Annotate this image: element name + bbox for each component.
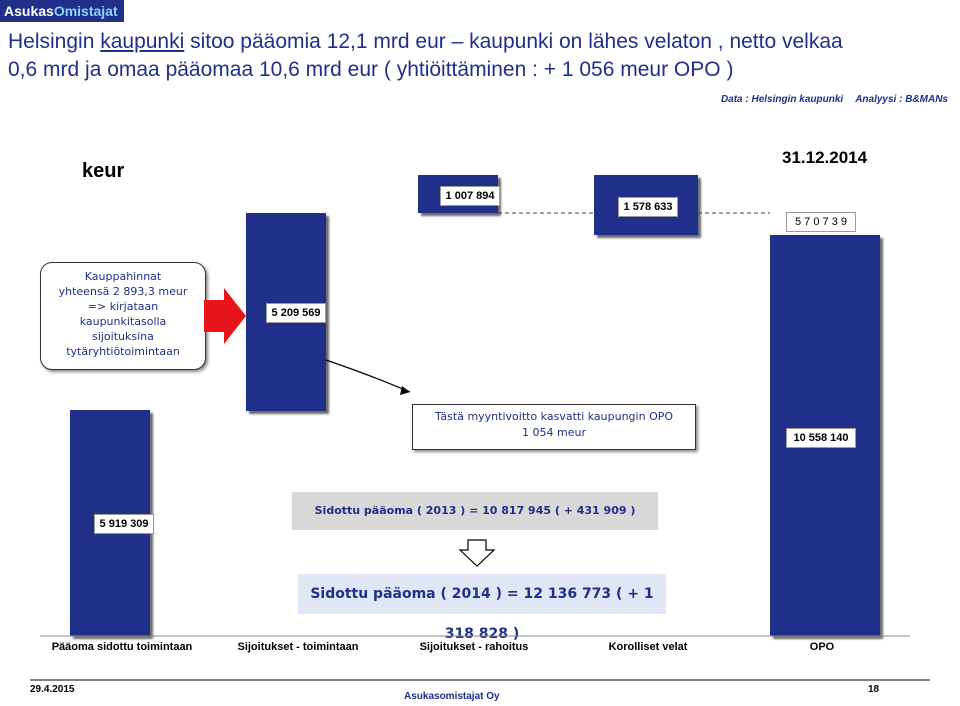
x-category-0: Pääoma sidottu toimintaan (51, 641, 193, 653)
callout-line: yhteensä 2 893,3 meur (58, 285, 188, 298)
footer-company: Asukasomistajat Oy (404, 691, 500, 702)
callout-kauppahinnat: Kauppahinnat yhteensä 2 893,3 meur => ki… (40, 262, 206, 370)
note-line2: 1 054 meur (522, 426, 586, 439)
red-arrow-icon (204, 288, 246, 344)
x-category-4: OPO (809, 641, 835, 653)
callout-line: Kauppahinnat (84, 270, 162, 283)
value-label-toimintaan: 5 209 569 (266, 303, 326, 323)
brand-logo: AsukasOmistajat (0, 0, 124, 22)
x-category-3: Korolliset velat (608, 641, 688, 653)
x-category-1: Sijoitukset - toimintaan (237, 641, 359, 653)
value-label-paaoma: 5 919 309 (94, 514, 154, 534)
x-category-2: Sijoitukset - rahoitus (419, 641, 529, 653)
brand-part2: Omistajat (53, 3, 118, 19)
note-myyntivoitto: Tästä myyntivoitto kasvatti kaupungin OP… (412, 404, 696, 450)
page-title: Helsingin kaupunki sitoo pääomia 12,1 mr… (8, 28, 948, 84)
brand-part1: Asukas (4, 3, 54, 19)
down-arrow-icon (458, 539, 496, 567)
title-line1-underlined: kaupunki (100, 30, 185, 53)
unit-label: keur (82, 160, 125, 182)
value-label-opo: 10 558 140 (786, 428, 856, 448)
chart-date: 31.12.2014 (782, 148, 868, 167)
footer-date: 29.4.2015 (30, 684, 75, 695)
title-line2: 0,6 mrd ja omaa pääomaa 10,6 mrd eur ( y… (8, 58, 734, 81)
value-label-opo-top: 5 7 0 7 3 9 (786, 212, 856, 232)
callout-line: tytäryhtiötoimintaan (66, 345, 180, 358)
title-line1-pre: Helsingin (8, 30, 101, 53)
box-sidottu-2014: Sidottu pääoma ( 2014 ) = 12 136 773 ( +… (298, 574, 666, 642)
callout-line: kaupunkitasolla (79, 315, 167, 328)
curved-arrow-icon (325, 359, 411, 393)
footer-page-number: 18 (868, 684, 880, 695)
source-note: Data : Helsingin kaupunki Analyysi : B&MA… (709, 94, 948, 105)
box-sidottu-2013: Sidottu pääoma ( 2013 ) = 10 817 945 ( +… (292, 492, 658, 530)
callout-line: => kirjataan (87, 300, 159, 313)
source-analysis: Analyysi : B&MANs (855, 94, 948, 105)
arrow-head-icon (400, 386, 410, 395)
value-label-velat: 1 578 633 (618, 197, 678, 217)
source-data: Data : Helsingin kaupunki (720, 94, 844, 105)
callout-line: sijoituksina (92, 330, 154, 343)
note-line1: Tästä myyntivoitto kasvatti kaupungin OP… (434, 410, 674, 423)
title-line1-post: sitoo pääomia 12,1 mrd eur – kaupunki on… (184, 30, 843, 53)
value-label-rahoitus: 1 007 894 (440, 186, 500, 206)
title-line1: Helsingin kaupunki sitoo pääomia 12,1 mr… (8, 28, 948, 56)
